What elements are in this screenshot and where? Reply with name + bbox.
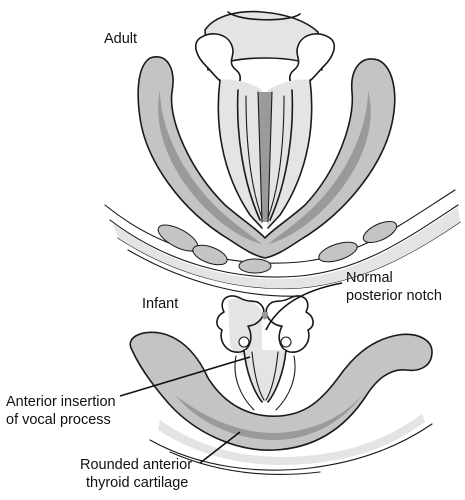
adult-arytenoid-complex — [194, 10, 336, 87]
rounded-anterior-leader — [199, 431, 241, 464]
adult-label: Adult — [104, 31, 137, 47]
infant-arytenoid-complex — [216, 295, 314, 357]
infant-neck-tissue — [149, 414, 433, 476]
anterior-insertion-leader — [119, 356, 251, 397]
infant-label: Infant — [142, 296, 178, 312]
anterior-insertion-label-line1: Anterior insertion — [6, 394, 116, 410]
rounded-anterior-label-line1: Rounded anterior — [80, 457, 192, 473]
posterior-notch-leader — [265, 282, 343, 331]
posterior-notch-label-line1: Normal — [346, 270, 393, 286]
anterior-insertion-label-line2: of vocal process — [6, 412, 111, 428]
infant-thyroid-cartilage — [129, 331, 433, 451]
posterior-notch-label-line2: posterior notch — [346, 288, 442, 304]
leader-lines — [119, 282, 343, 464]
adult-vocal-folds — [217, 79, 313, 229]
adult-neck-tissue — [104, 189, 461, 297]
adult-thyroid-cartilage — [137, 56, 396, 259]
infant-larynx-drawing — [129, 295, 433, 476]
labels: Adult Infant Normal posterior notch Ante… — [6, 31, 442, 491]
rounded-anterior-label-line2: thyroid cartilage — [86, 475, 188, 491]
adult-larynx-drawing — [104, 10, 461, 297]
